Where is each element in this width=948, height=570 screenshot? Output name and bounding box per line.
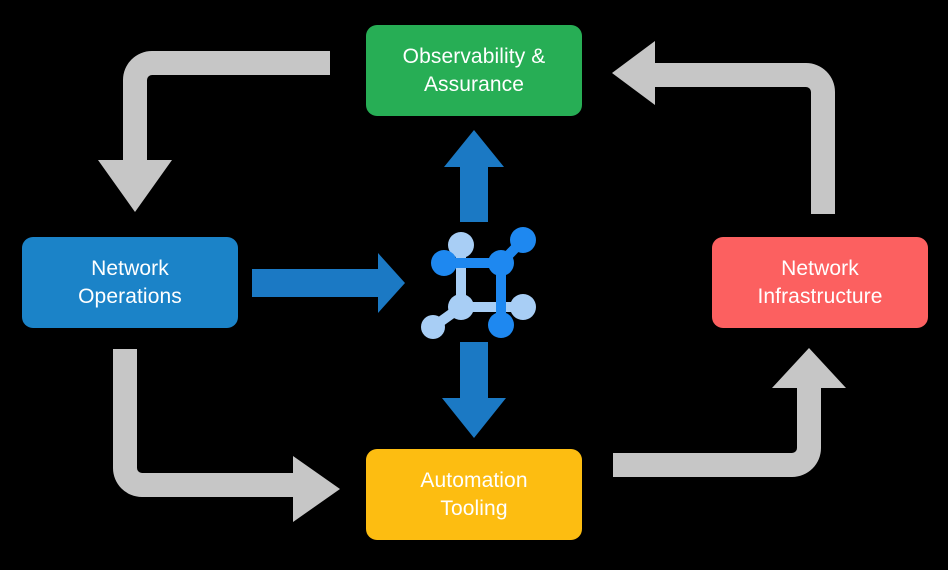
node-label: Automation Tooling: [420, 468, 528, 520]
mesh-node-bottom: [488, 312, 514, 338]
node-observability-assurance[interactable]: Observability & Assurance: [366, 25, 582, 116]
connector-ops-to-automation: [113, 349, 340, 522]
connector-infrastructure-to-observability: [612, 41, 835, 214]
mesh-node-bottom-left-inner: [448, 294, 474, 320]
connector-center-to-observability: [444, 130, 504, 222]
connector-automation-to-infrastructure: [613, 348, 846, 477]
connector-observability-to-ops: [98, 51, 330, 212]
mesh-node-top-left: [448, 232, 474, 258]
connector-ops-to-center: [252, 253, 405, 313]
mesh-node-bottom-left-outer: [421, 315, 445, 339]
connector-center-to-automation: [442, 342, 506, 438]
mesh-node-right: [510, 294, 536, 320]
network-mesh-icon: [421, 227, 536, 339]
mesh-node-hub: [488, 250, 514, 276]
node-label: Network Operations: [78, 256, 182, 308]
mesh-node-top-right: [510, 227, 536, 253]
node-network-operations[interactable]: Network Operations: [22, 237, 238, 328]
node-label: Network Infrastructure: [757, 256, 883, 308]
node-network-infrastructure[interactable]: Network Infrastructure: [712, 237, 928, 328]
node-label: Observability & Assurance: [402, 44, 546, 96]
node-automation-tooling[interactable]: Automation Tooling: [366, 449, 582, 540]
mesh-node-left: [431, 250, 457, 276]
